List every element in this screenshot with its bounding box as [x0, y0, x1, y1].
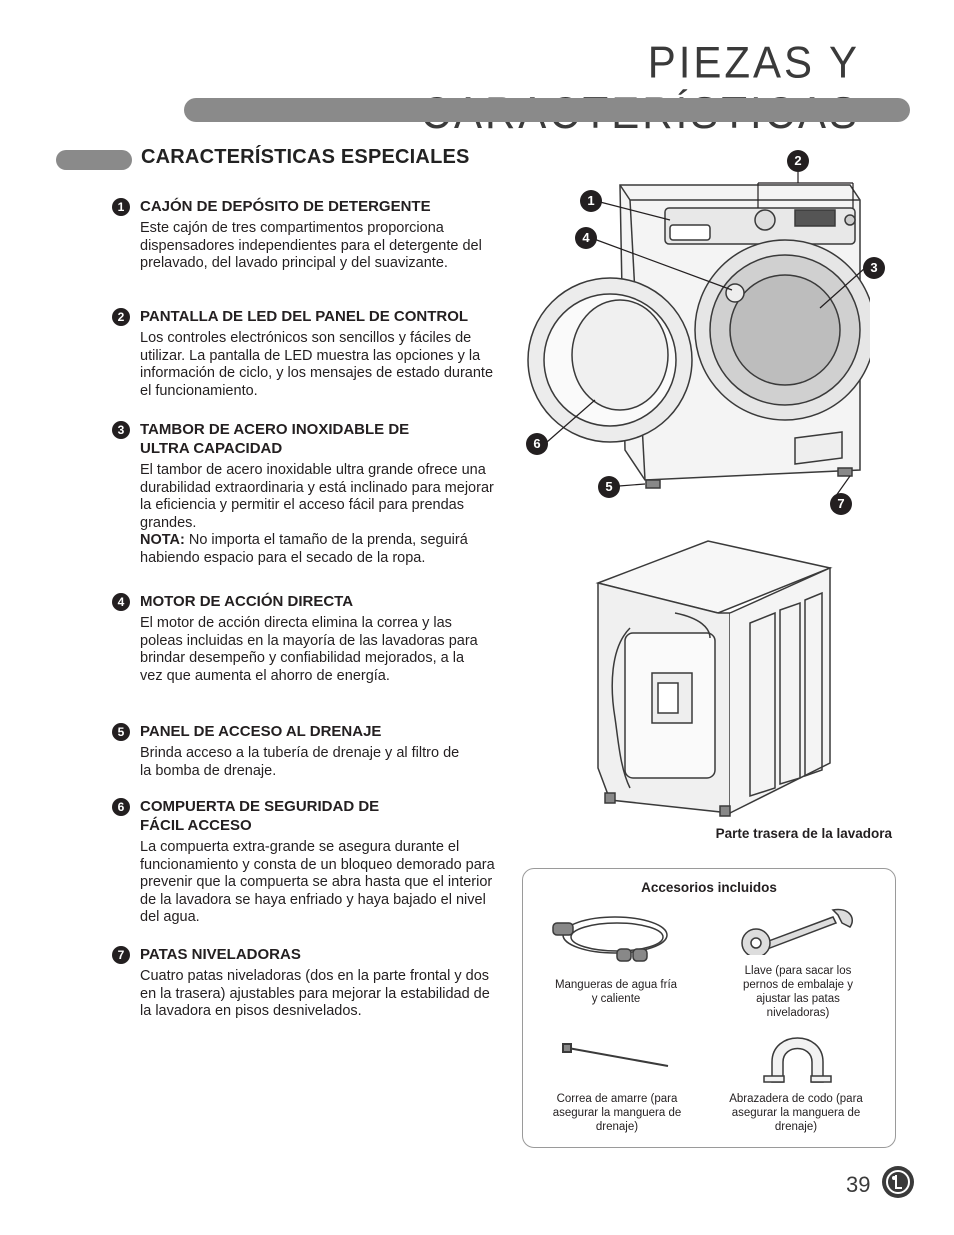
elbow-image: [763, 1037, 832, 1083]
callout-3: 3: [863, 257, 885, 279]
item-title: CAJÓN DE DEPÓSITO DE DETERGENTE: [140, 198, 431, 215]
feature-item-6: 6 COMPUERTA DE SEGURIDAD DE FÁCIL ACCESO…: [112, 797, 507, 927]
tie-image: [562, 1043, 669, 1067]
item-body: Este cajón de tres compartimentos propor…: [140, 220, 482, 272]
item-number: 2: [112, 308, 130, 326]
item-note: NOTA: No importa el tamaño de la prenda,…: [140, 532, 507, 567]
feature-item-5: 5 PANEL DE ACCESO AL DRENAJE Brinda acce…: [112, 722, 507, 780]
rear-caption: Parte trasera de la lavadora: [715, 826, 892, 841]
item-body: Brinda acceso a la tubería de drenaje y …: [140, 745, 460, 779]
item-number: 3: [112, 421, 130, 439]
item-title: COMPUERTA DE SEGURIDAD DE FÁCIL ACCESO: [140, 798, 380, 834]
callout-4: 4: [575, 227, 597, 249]
item-body: Los controles electrónicos son sencillos…: [140, 330, 494, 399]
page-number: 39: [846, 1172, 871, 1197]
tie-caption: Correa de amarre (para asegurar la mangu…: [552, 1093, 682, 1133]
feature-item-3: 3 TAMBOR DE ACERO INOXIDABLE DE ULTRA CA…: [112, 420, 507, 568]
item-title: PATAS NIVELADORAS: [140, 946, 301, 963]
wrench-image: [741, 908, 854, 955]
item-body-text: El tambor de acero inoxidable ultra gran…: [140, 462, 494, 531]
accessories-title: Accesorios incluidos: [641, 880, 777, 895]
callout-7: 7: [830, 493, 852, 515]
title-bar: [184, 98, 910, 122]
item-title: PANEL DE ACCESO AL DRENAJE: [140, 723, 382, 740]
note-label: NOTA:: [140, 532, 185, 549]
item-number: 5: [112, 723, 130, 741]
feature-item-1: 1 CAJÓN DE DEPÓSITO DE DETERGENTE Este c…: [112, 197, 507, 273]
item-body: Cuatro patas niveladoras (dos en la part…: [140, 968, 490, 1020]
callout-5: 5: [598, 476, 620, 498]
item-title: PANTALLA DE LED DEL PANEL DE CONTROL: [140, 308, 469, 325]
hoses-image: [552, 916, 668, 962]
callout-6: 6: [526, 433, 548, 455]
accessories-box: [522, 868, 896, 1148]
washer-front-illustration: [527, 172, 870, 501]
callout-2: 2: [787, 150, 809, 172]
section-heading: CARACTERÍSTICAS ESPECIALES: [141, 146, 470, 168]
item-body: El motor de acción directa elimina la co…: [140, 615, 478, 684]
item-number: 7: [112, 946, 130, 964]
item-body: La compuerta extra-grande se asegura dur…: [140, 839, 495, 926]
section-pill: [56, 150, 132, 170]
feature-item-2: 2 PANTALLA DE LED DEL PANEL DE CONTROL L…: [112, 307, 507, 400]
lg-logo-icon: [883, 1167, 913, 1197]
feature-item-4: 4 MOTOR DE ACCIÓN DIRECTA El motor de ac…: [112, 592, 507, 685]
item-number: 1: [112, 198, 130, 216]
item-number: 4: [112, 593, 130, 611]
item-title: TAMBOR DE ACERO INOXIDABLE DE ULTRA CAPA…: [140, 421, 410, 457]
elbow-caption: Abrazadera de codo (para asegurar la man…: [729, 1093, 863, 1133]
feature-item-7: 7 PATAS NIVELADORAS Cuatro patas nivelad…: [112, 945, 507, 1021]
hoses-caption: Mangueras de agua fría y caliente: [554, 979, 678, 1005]
item-number: 6: [112, 798, 130, 816]
lg-logo: [882, 1166, 914, 1198]
wrench-caption: Llave (para sacar los pernos de embalaje…: [743, 965, 853, 1019]
note-text: No importa el tamaño de la prenda, segui…: [140, 532, 468, 566]
item-title: MOTOR DE ACCIÓN DIRECTA: [140, 593, 354, 610]
washer-rear-illustration: [595, 540, 833, 817]
callout-1: 1: [580, 190, 602, 212]
page-title: PIEZAS Y CARACTERÍSTICAS: [421, 37, 860, 138]
item-body: El tambor de acero inoxidable ultra gran…: [140, 462, 507, 568]
